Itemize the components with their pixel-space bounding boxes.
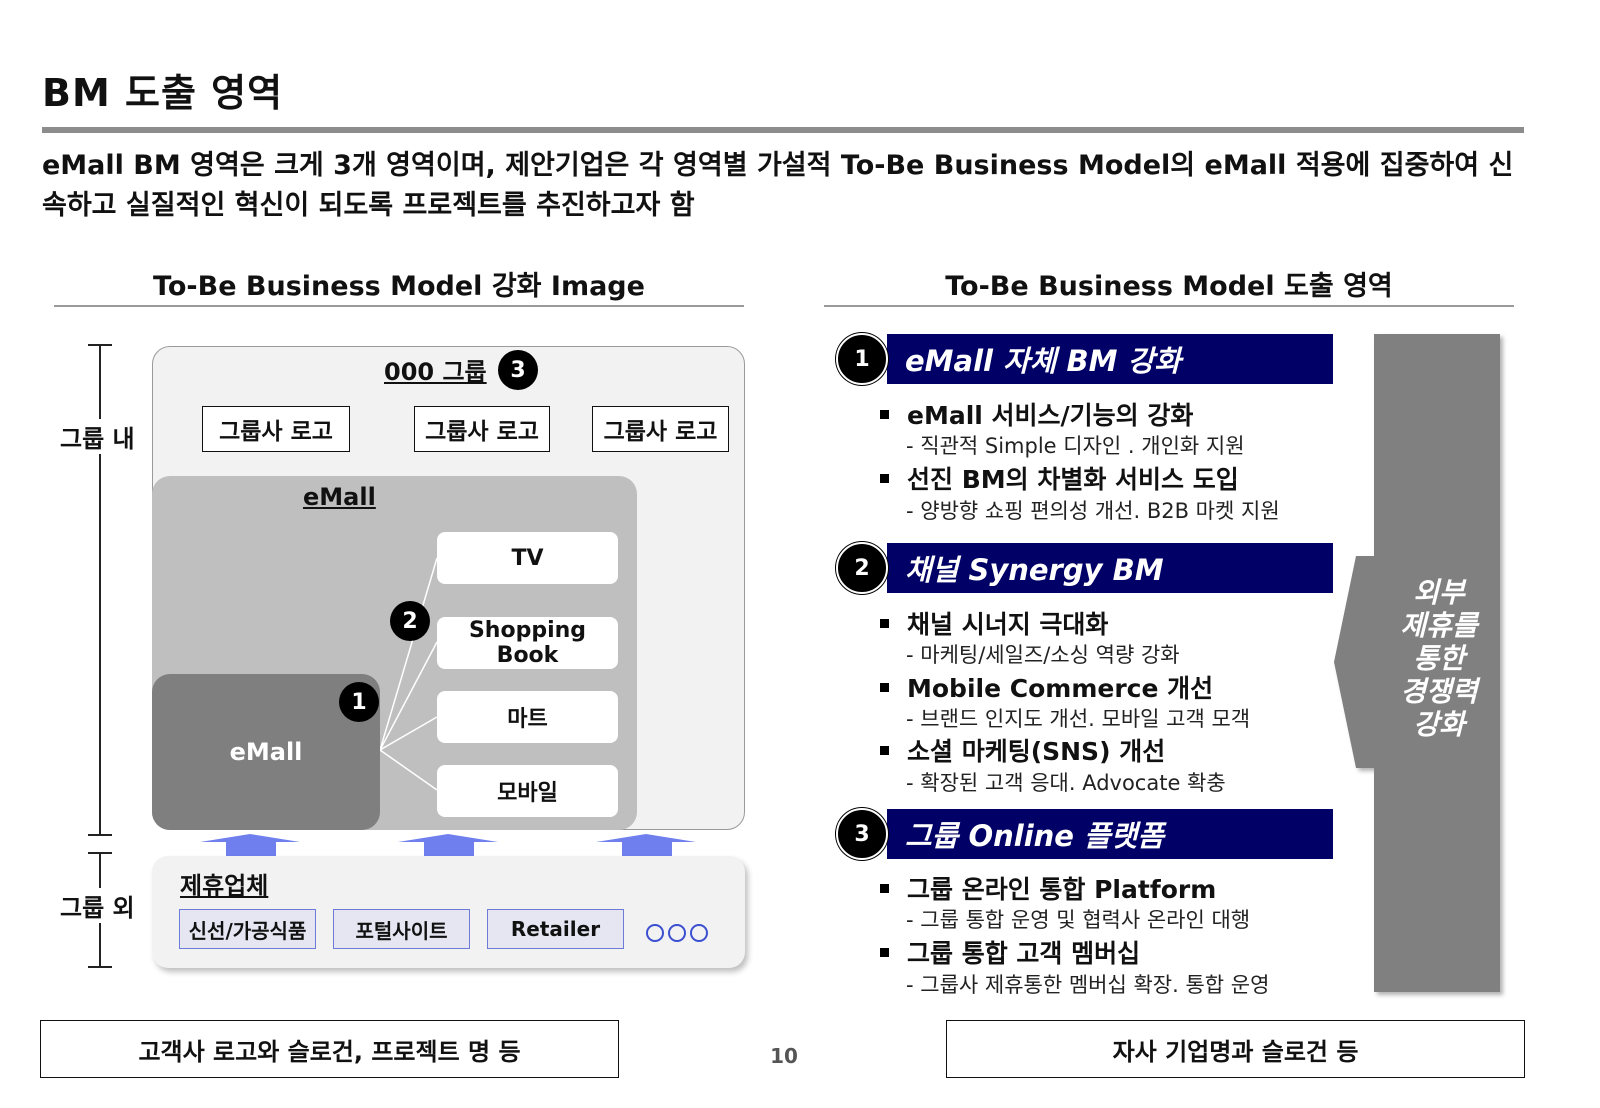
bullet-square-icon xyxy=(880,473,889,483)
bm-section-2-title: 채널 Synergy BM xyxy=(905,553,1164,587)
partner-title: 제휴업체 xyxy=(180,872,269,900)
emall-area-label: eMall xyxy=(303,483,376,511)
bm-1-item-2: 선진 BM의 차별화 서비스 도입 xyxy=(880,460,1239,496)
bullet-square-icon xyxy=(880,682,889,692)
bullet-square-icon xyxy=(880,745,889,755)
group-logo-3: 그룹사 로고 xyxy=(592,406,729,452)
partner-retailer: Retailer xyxy=(487,909,624,949)
arrow-label-line: 통한 xyxy=(1413,642,1465,675)
title-rule xyxy=(42,127,1524,133)
bm-3-item-1: 그룹 온라인 통합 Platform xyxy=(880,870,1216,906)
bm-3-item-2-detail: - 그룹사 제휴통한 멤버십 확장. 통합 운영 xyxy=(906,973,1270,997)
page-number: 10 xyxy=(770,1044,798,1068)
right-section-rule xyxy=(824,305,1514,307)
bracket-cap xyxy=(88,834,112,836)
bm-section-3-title: 그룹 Online 플랫폼 xyxy=(905,819,1165,853)
bracket-cap xyxy=(88,344,112,346)
bullet-square-icon xyxy=(880,883,889,893)
bm-2-item-3-detail: - 확장된 고객 응대. Advocate 확충 xyxy=(906,771,1226,795)
bm-3-item-2: 그룹 통합 고객 멤버십 xyxy=(880,934,1140,970)
left-section-rule xyxy=(54,305,744,307)
bm-2-item-2-detail: - 브랜드 인지도 개선. 모바일 고객 모객 xyxy=(906,707,1251,731)
bm-section-1-bar: eMall 자체 BM 강화 xyxy=(887,334,1333,384)
more-dot-icon xyxy=(690,924,708,942)
bullet-square-icon xyxy=(880,947,889,957)
arrow-label-line: 경쟁력 xyxy=(1400,675,1478,708)
summary-text: eMall BM 영역은 크게 3개 영역이며, 제안기업은 각 영역별 가설적… xyxy=(42,150,1514,221)
bm-1-item-2-detail: - 양방향 쇼핑 편의성 개선. B2B 마켓 지원 xyxy=(906,499,1280,523)
arrow-label-line: 제휴를 xyxy=(1400,609,1478,642)
emall-number-badge: 1 xyxy=(339,682,379,722)
more-dot-icon xyxy=(668,924,686,942)
emall-core-label: eMall xyxy=(229,738,303,766)
bm-1-item-1: eMall 서비스/기능의 강화 xyxy=(880,396,1193,432)
bullet-square-icon xyxy=(880,409,889,419)
bm-section-3-number: 3 xyxy=(836,808,888,860)
arrow-label-line: 외부 xyxy=(1413,576,1465,609)
group-number-badge: 3 xyxy=(498,350,538,390)
bm-section-3-bar: 그룹 Online 플랫폼 xyxy=(887,809,1333,859)
bm-section-2-bar: 채널 Synergy BM xyxy=(887,543,1333,593)
bm-3-item-1-detail: - 그룹 통합 운영 및 협력사 온라인 대행 xyxy=(906,908,1251,932)
group-title: 000 그룹 xyxy=(384,358,487,386)
bm-2-item-3: 소셜 마케팅(SNS) 개선 xyxy=(880,732,1165,768)
bullet-square-icon xyxy=(880,618,889,628)
footer-company-slogan: 자사 기업명과 슬로건 등 xyxy=(946,1020,1525,1078)
channel-mobile: 모바일 xyxy=(437,765,618,817)
bm-2-item-2: Mobile Commerce 개선 xyxy=(880,669,1213,705)
partner-portal-site: 포털사이트 xyxy=(333,909,470,949)
bracket-cap xyxy=(88,966,112,968)
bm-2-item-1: 채널 시너지 극대화 xyxy=(880,605,1108,641)
bm-2-item-1-detail: - 마케팅/세일즈/소싱 역량 강화 xyxy=(906,643,1180,667)
bracket-cap xyxy=(88,852,112,854)
group-logo-2: 그룹사 로고 xyxy=(414,406,550,452)
bm-section-1-title: eMall 자체 BM 강화 xyxy=(905,344,1181,378)
bm-section-1-number: 1 xyxy=(836,333,888,385)
emall-core-box: eMall xyxy=(152,674,380,830)
arrow-label-line: 강화 xyxy=(1413,708,1465,741)
left-section-title: To-Be Business Model 강화 Image xyxy=(153,271,645,302)
label-group-outside: 그룹 외 xyxy=(58,888,137,923)
bm-section-2-number: 2 xyxy=(836,542,888,594)
channel-mart: 마트 xyxy=(437,691,618,743)
channel-tv: TV xyxy=(437,532,618,584)
channel-shopping-book: Shopping Book xyxy=(437,617,618,669)
group-logo-1: 그룹사 로고 xyxy=(202,406,350,452)
group-inside-bracket xyxy=(99,345,101,835)
page-title: BM 도출 영역 xyxy=(42,71,284,115)
bm-1-item-1-detail: - 직관적 Simple 디자인 . 개인화 지원 xyxy=(906,434,1245,458)
partner-fresh-food: 신선/가공식품 xyxy=(179,909,316,949)
footer-client-slogan: 고객사 로고와 슬로건, 프로젝트 명 등 xyxy=(40,1020,619,1078)
label-group-inside: 그룹 내 xyxy=(58,419,137,454)
right-section-title: To-Be Business Model 도출 영역 xyxy=(945,271,1393,302)
channel-number-badge: 2 xyxy=(390,601,430,641)
external-alliance-label: 외부 제휴를 통한 경쟁력 강화 xyxy=(1380,576,1498,741)
more-dot-icon xyxy=(646,924,664,942)
